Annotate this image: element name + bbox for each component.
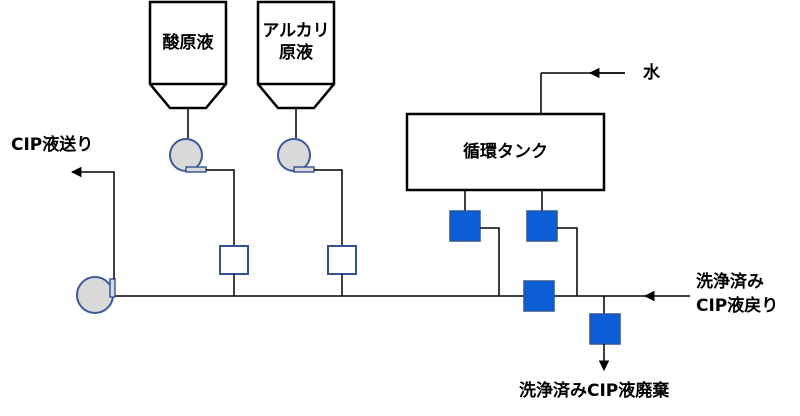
cip-send-label: CIP液送り	[11, 135, 94, 155]
acid-pump-icon	[169, 138, 207, 173]
alkali-pump-icon	[277, 138, 315, 173]
acid-tank	[148, 0, 228, 110]
cip-send-line	[70, 166, 115, 279]
circulation-outlet-valve-right	[526, 210, 558, 242]
circulation-tank-label: 循環タンク	[463, 142, 548, 162]
circulation-tank	[405, 112, 606, 192]
left-valve-to-header	[480, 227, 500, 296]
cip-supply-pump-icon	[76, 276, 116, 314]
alkali-discharge-line	[314, 169, 343, 246]
alkali-tank-label-line2: 原液	[279, 43, 313, 63]
acid-discharge-line	[206, 169, 235, 246]
circulation-outlet-valve-left	[449, 210, 481, 242]
cip-return-label: 洗浄済み CIP液戻り	[696, 270, 778, 318]
alkali-valve	[327, 245, 357, 275]
right-valve-to-header	[557, 227, 578, 296]
water-label: 水	[643, 63, 660, 83]
acid-tank-label: 酸原液	[162, 33, 214, 53]
cip-return-label-line1: 洗浄済み	[696, 272, 764, 292]
cip-waste-label: 洗浄済みCIP液廃棄	[519, 381, 670, 401]
cip-return-label-line2: CIP液戻り	[696, 296, 779, 316]
header-valve	[523, 280, 555, 312]
waste-valve	[589, 313, 621, 345]
alkali-tank-label-line1: アルカリ	[262, 21, 330, 41]
acid-valve	[219, 245, 249, 275]
alkali-tank-label: アルカリ 原液	[254, 20, 338, 64]
